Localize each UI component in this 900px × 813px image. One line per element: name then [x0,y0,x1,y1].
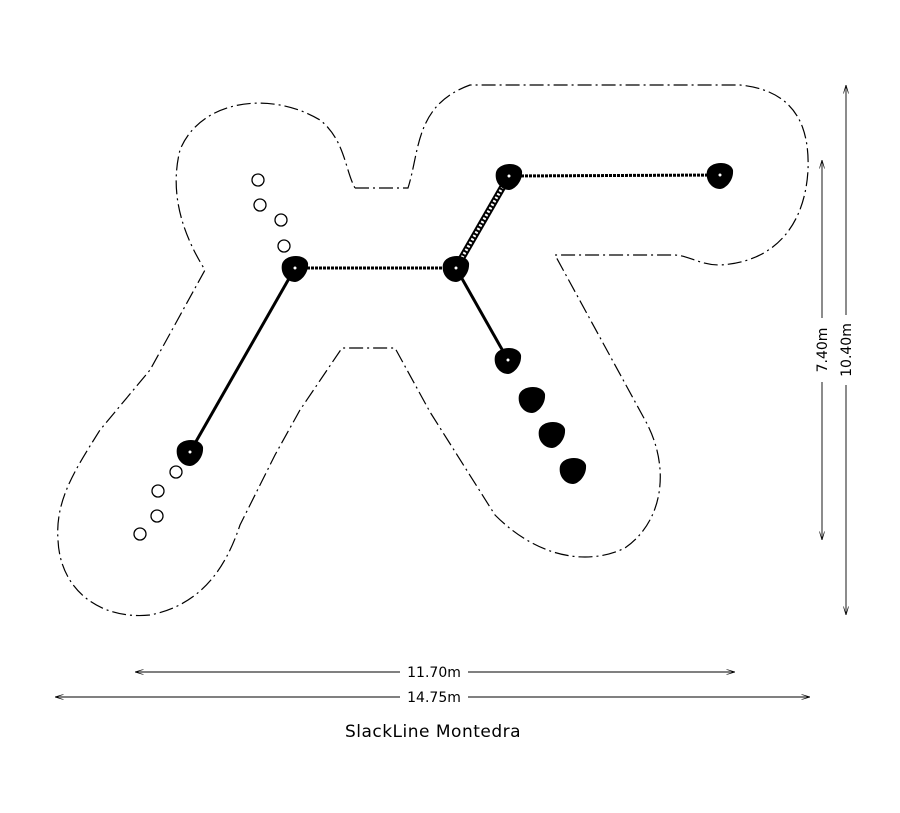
post [495,163,523,190]
stepping-stones-hollow [133,173,291,541]
stepping-stones-filled [518,386,587,484]
ladder-bridge [452,174,513,270]
stepping-stone [559,457,587,484]
inner-width-label: 11.70m [407,665,461,681]
stepping-stone [133,527,147,541]
stepping-stone [150,509,164,523]
post [176,439,204,466]
rope-left-diagonal [188,267,297,453]
ropes [188,173,721,453]
stepping-stone [253,198,267,212]
outer-height-label: 10.40m [839,323,855,377]
post [706,162,734,189]
stepping-stone [274,213,288,227]
stepping-stone [251,173,265,187]
stepping-stone [169,465,183,479]
rope-top-right [508,173,721,178]
post [281,255,309,282]
drawing-title: SlackLine Montedra [345,722,521,742]
stepping-stone [538,421,566,448]
posts [176,162,734,466]
stepping-stone [518,386,546,413]
post [442,255,470,282]
post [494,347,522,374]
dimension-lines [55,85,846,697]
stepping-stone [151,484,165,498]
rope-right-diagonal [454,267,510,361]
safety-zone-outline [57,84,809,617]
inner-height-label: 7.40m [815,328,831,373]
stepping-stone [277,239,291,253]
outer-width-label: 14.75m [407,690,461,706]
